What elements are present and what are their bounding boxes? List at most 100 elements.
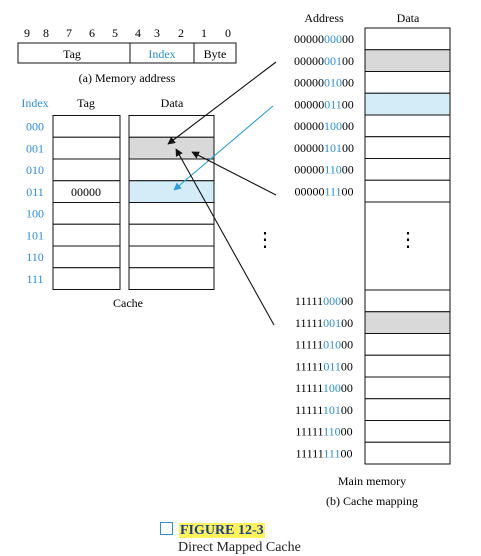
- cache-tag-value: 00000: [71, 185, 101, 199]
- cache-data-cell: [128, 245, 215, 269]
- memory-data-cell: [364, 289, 451, 313]
- cache-data-cell: [128, 158, 215, 182]
- cache-mapping-caption: (b) Cache mapping: [326, 494, 418, 508]
- mapping-arrow: [175, 148, 275, 326]
- bit-number: 6: [89, 26, 95, 40]
- cache-tag-cell: [52, 136, 121, 160]
- memory-address-label: 1111111000: [295, 425, 352, 439]
- bit-number: 0: [225, 26, 231, 40]
- bit-number: 7: [66, 26, 72, 40]
- memory-data-header: Data: [397, 11, 420, 25]
- cache-row: 100: [26, 202, 215, 225]
- bit-number: 8: [43, 26, 49, 40]
- memory-data-cell: [364, 333, 451, 356]
- cache-row: 101: [26, 223, 215, 247]
- memory-data-cell: [364, 179, 451, 203]
- memory-data-cell: [364, 92, 451, 116]
- cache-index-label: 100: [26, 207, 44, 221]
- cache-tag-cell: [52, 202, 121, 225]
- memory-address-label: 1111100000: [295, 294, 353, 308]
- memory-address-header: Address: [304, 11, 344, 25]
- cache-data-cell: [128, 267, 215, 290]
- cache-row: 111: [26, 267, 215, 290]
- memory-data-cell: [364, 441, 451, 465]
- memory-data-cell: [364, 376, 451, 400]
- ellipsis-mark: ⋮: [398, 229, 418, 251]
- cache-tag-cell: [52, 267, 121, 290]
- memory-data-cell: [364, 136, 451, 159]
- memory-address-label: 1111101100: [295, 359, 353, 373]
- tag-field-label: Tag: [63, 47, 81, 61]
- memory-address-label: 0000010000: [294, 119, 354, 133]
- bit-number: 9: [24, 26, 30, 40]
- cache-row: 000: [26, 115, 215, 138]
- memory-address-label: 0000000100: [294, 54, 354, 68]
- cache-data-cell: [128, 136, 215, 160]
- memory-data-cell: [364, 114, 451, 138]
- memory-address-label: 0000000000: [294, 32, 354, 46]
- bit-number: 5: [112, 26, 118, 40]
- bit-number: 3: [154, 26, 160, 40]
- memory-address-label: 0000011000: [294, 163, 354, 177]
- memory-data-cell: [364, 311, 451, 334]
- cache-data-cell: [128, 180, 215, 203]
- figure-caption: FIGURE 12-3 Direct Mapped Cache: [160, 522, 301, 556]
- cache-row: 010: [26, 158, 215, 182]
- mapping-arrow: [191, 151, 277, 196]
- mapping-arrow: [167, 61, 277, 145]
- memory-address-caption: (a) Memory address: [79, 71, 176, 85]
- memory-data-cell: [364, 398, 451, 421]
- memory-data-cell: [364, 71, 451, 94]
- cache-index-label: 001: [26, 141, 44, 155]
- memory-data-cell: [364, 49, 451, 72]
- cache-row: 011 00000: [26, 180, 215, 203]
- cache-index-header: Index: [21, 96, 48, 110]
- memory-address-label: 0000011100: [294, 184, 353, 198]
- cache-index-label: 101: [26, 228, 44, 242]
- address-field-box: [17, 42, 237, 64]
- main-memory-caption: Main memory: [338, 474, 406, 488]
- memory-address-label: 1111111100: [296, 446, 353, 460]
- cache-row: 001: [26, 136, 215, 160]
- cache-tag-cell: [52, 115, 121, 138]
- memory-data-cell: [364, 420, 451, 443]
- cache-row: 110: [26, 245, 215, 269]
- memory-data-cell: [364, 27, 451, 51]
- memory-address-label: 0000010100: [294, 141, 354, 155]
- bit-number: 2: [178, 26, 184, 40]
- memory-address-label: 1111110000: [295, 381, 353, 395]
- cache-caption: Cache: [113, 296, 143, 310]
- mapping-arrows: [167, 61, 277, 326]
- bit-number: 4: [135, 26, 141, 40]
- figure-title: Direct Mapped Cache: [178, 540, 301, 555]
- figure-square-icon: [160, 522, 173, 535]
- cache-data-header: Data: [161, 96, 184, 110]
- memory-data-cell: [364, 158, 451, 181]
- memory-data-cell: [364, 354, 451, 378]
- memory-address-label: 0000001000: [294, 76, 354, 90]
- bit-number: 1: [201, 26, 207, 40]
- cache-tag-cell: [52, 223, 121, 247]
- ellipsis-mark: ⋮: [255, 229, 275, 251]
- byte-field-label: Byte: [204, 47, 227, 61]
- cache-index-label: 011: [26, 185, 44, 199]
- cache-tag-cell: [52, 158, 121, 182]
- memory-address-label: 1111110100: [295, 403, 353, 417]
- memory-address-label: 0000001100: [294, 97, 354, 111]
- cache-index-label: 111: [26, 272, 43, 286]
- cache-table: 000 001 010 011 00000 100 101 110 111: [26, 115, 215, 290]
- cache-data-cell: [128, 223, 215, 247]
- cache-tag-header: Tag: [77, 96, 95, 110]
- index-field-label: Index: [148, 47, 175, 61]
- main-memory-table: 0000000000 0000000100 0000001000 0000001100…: [294, 27, 451, 465]
- cache-index-label: 000: [26, 120, 44, 134]
- cache-tag-cell: [52, 245, 121, 269]
- figure-number-line: FIGURE 12-3: [160, 522, 301, 539]
- memory-address-label: 1111100100: [295, 316, 353, 330]
- memory-address-label: 1111101000: [295, 338, 353, 352]
- cache-data-cell: [128, 202, 215, 225]
- cache-index-label: 010: [26, 163, 44, 177]
